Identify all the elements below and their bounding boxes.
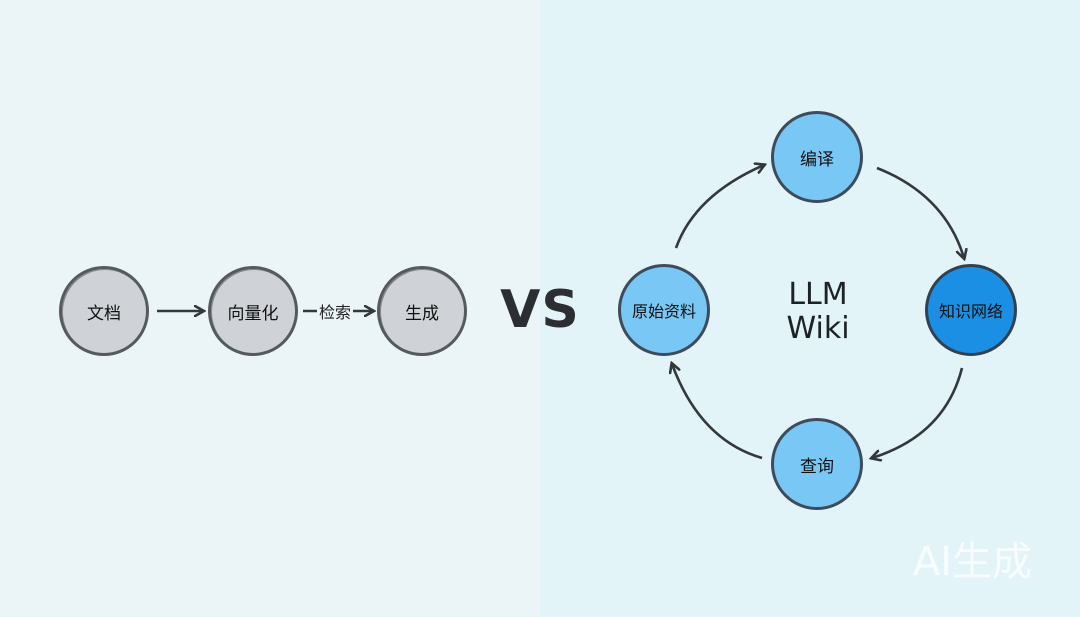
arrow-raw-to-compile <box>674 165 764 249</box>
edge-label-retrieve: 检索 <box>316 299 354 323</box>
node-generate-label: 生成 <box>405 303 439 324</box>
node-query: 查询 <box>771 418 863 510</box>
center-label-line-1: LLM <box>788 277 848 312</box>
node-knowledge-network: 知识网络 <box>925 264 1017 356</box>
center-label: LLM Wiki <box>786 278 849 346</box>
watermark: AI生成 <box>912 539 1032 585</box>
node-compile: 编译 <box>771 111 863 203</box>
node-query-label: 查询 <box>800 456 834 477</box>
node-document: 文档 <box>59 266 149 356</box>
node-raw-material-label: 原始资料 <box>631 302 696 321</box>
node-vectorize: 向量化 <box>208 266 298 356</box>
node-raw-material: 原始资料 <box>618 264 710 356</box>
node-generate: 生成 <box>377 266 467 356</box>
arrow-compile-to-network <box>876 166 964 258</box>
node-vectorize-label: 向量化 <box>227 303 279 324</box>
node-knowledge-network-label: 知识网络 <box>938 302 1003 321</box>
arrow-query-to-raw <box>672 364 763 460</box>
node-document-label: 文档 <box>87 303 121 324</box>
center-label-line-2: Wiki <box>786 311 850 346</box>
node-compile-label: 编译 <box>800 149 834 170</box>
vs-label: VS <box>500 280 580 340</box>
arrow-network-to-query <box>872 367 964 458</box>
